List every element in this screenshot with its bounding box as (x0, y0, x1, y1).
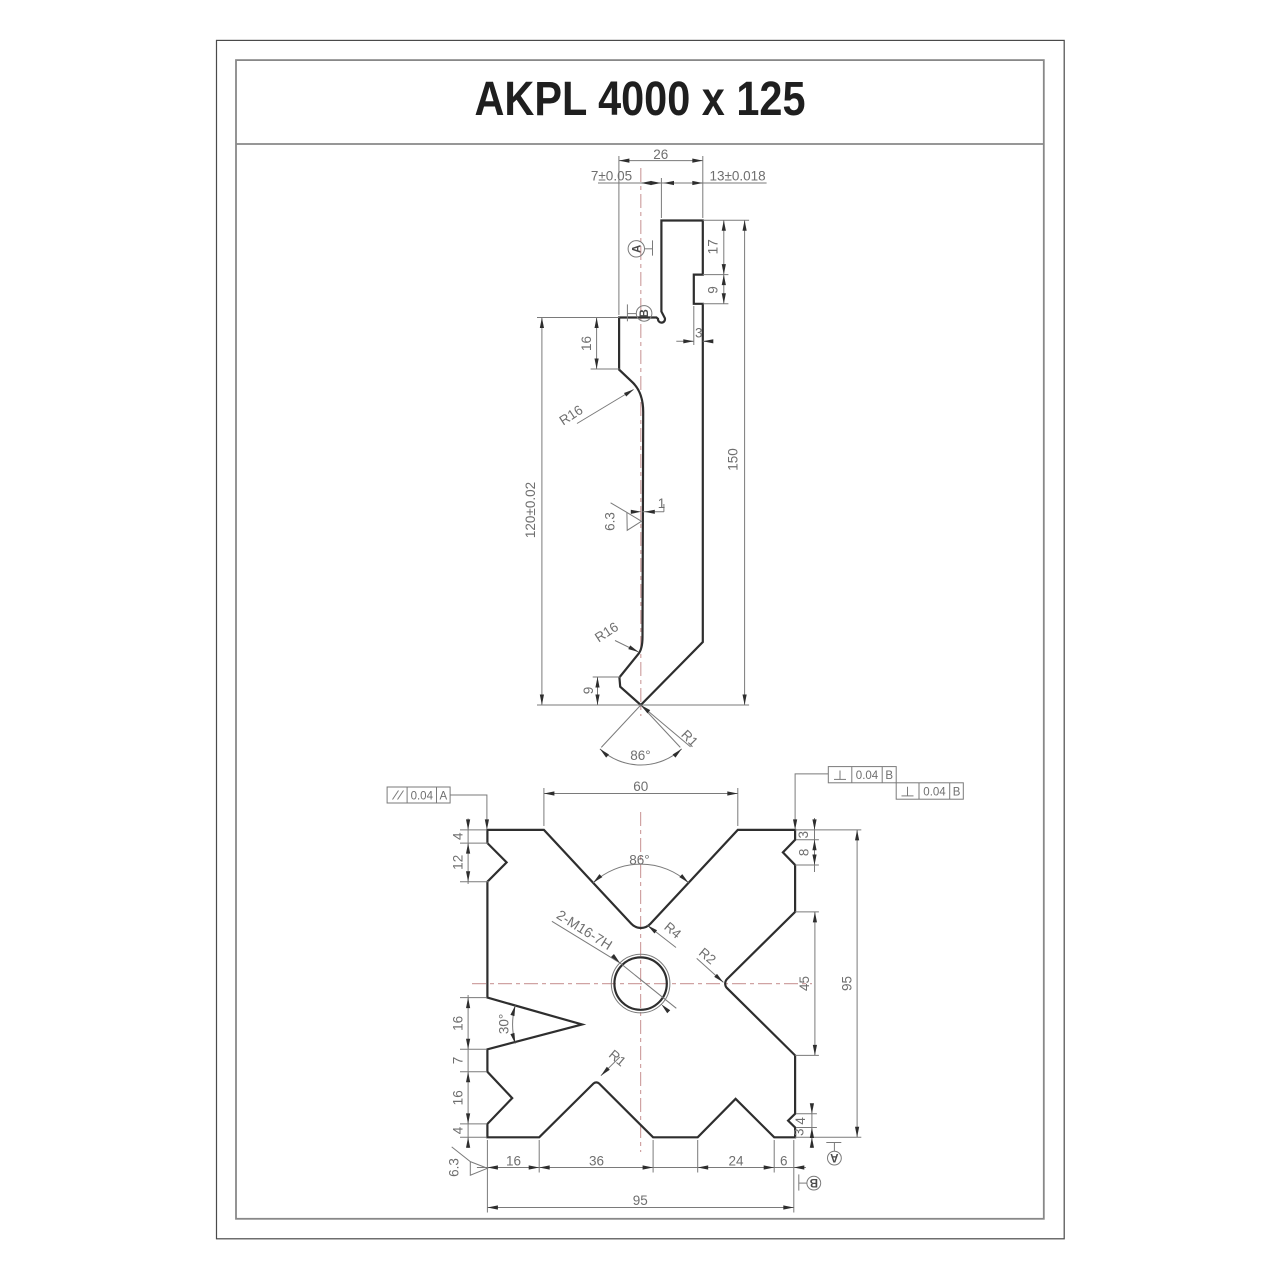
svg-text:30°: 30° (497, 1014, 512, 1034)
svg-text:9: 9 (706, 286, 721, 294)
svg-text:A: A (830, 1151, 838, 1163)
svg-text:4: 4 (451, 832, 466, 840)
svg-text:8: 8 (797, 849, 812, 857)
svg-text:3: 3 (695, 326, 703, 341)
svg-text:45: 45 (797, 976, 812, 991)
svg-text:86°: 86° (629, 853, 649, 868)
svg-text:16: 16 (579, 336, 594, 351)
svg-text:B: B (639, 309, 651, 317)
svg-text:13±0.018: 13±0.018 (709, 169, 765, 184)
svg-text:4: 4 (451, 1126, 466, 1134)
svg-text:16: 16 (506, 1154, 521, 1169)
svg-text:60: 60 (633, 779, 648, 794)
svg-text:120±0.02: 120±0.02 (523, 482, 538, 538)
svg-text:A: A (439, 790, 447, 802)
svg-text:12: 12 (451, 855, 466, 870)
svg-text:6.3: 6.3 (603, 512, 618, 531)
svg-text:16: 16 (451, 1016, 466, 1031)
svg-text:95: 95 (633, 1193, 648, 1208)
svg-text:24: 24 (728, 1154, 744, 1169)
svg-text:7: 7 (451, 1057, 466, 1065)
svg-text:86°: 86° (630, 748, 650, 763)
svg-text:36: 36 (589, 1154, 604, 1169)
svg-text:B: B (885, 770, 893, 782)
svg-text:A: A (631, 245, 643, 253)
svg-text:B: B (810, 1176, 818, 1188)
svg-text:0.04: 0.04 (923, 786, 946, 798)
svg-text:9: 9 (581, 687, 596, 695)
svg-text:17: 17 (706, 239, 721, 254)
svg-text:26: 26 (653, 147, 668, 162)
svg-text:150: 150 (726, 448, 741, 471)
svg-text:3: 3 (796, 831, 811, 839)
svg-text:3: 3 (792, 1128, 807, 1136)
svg-text:95: 95 (840, 976, 855, 991)
svg-text:0.04: 0.04 (411, 790, 434, 802)
svg-text:0.04: 0.04 (856, 770, 879, 782)
svg-text:6: 6 (780, 1154, 788, 1169)
svg-text:4: 4 (793, 1117, 808, 1125)
svg-text:1: 1 (658, 496, 666, 511)
svg-text:B: B (953, 786, 961, 798)
svg-text:16: 16 (451, 1090, 466, 1105)
svg-text:6.3: 6.3 (447, 1158, 462, 1177)
svg-text:AKPL 4000 x 125: AKPL 4000 x 125 (475, 73, 806, 126)
svg-text:7±0.05: 7±0.05 (591, 169, 632, 184)
